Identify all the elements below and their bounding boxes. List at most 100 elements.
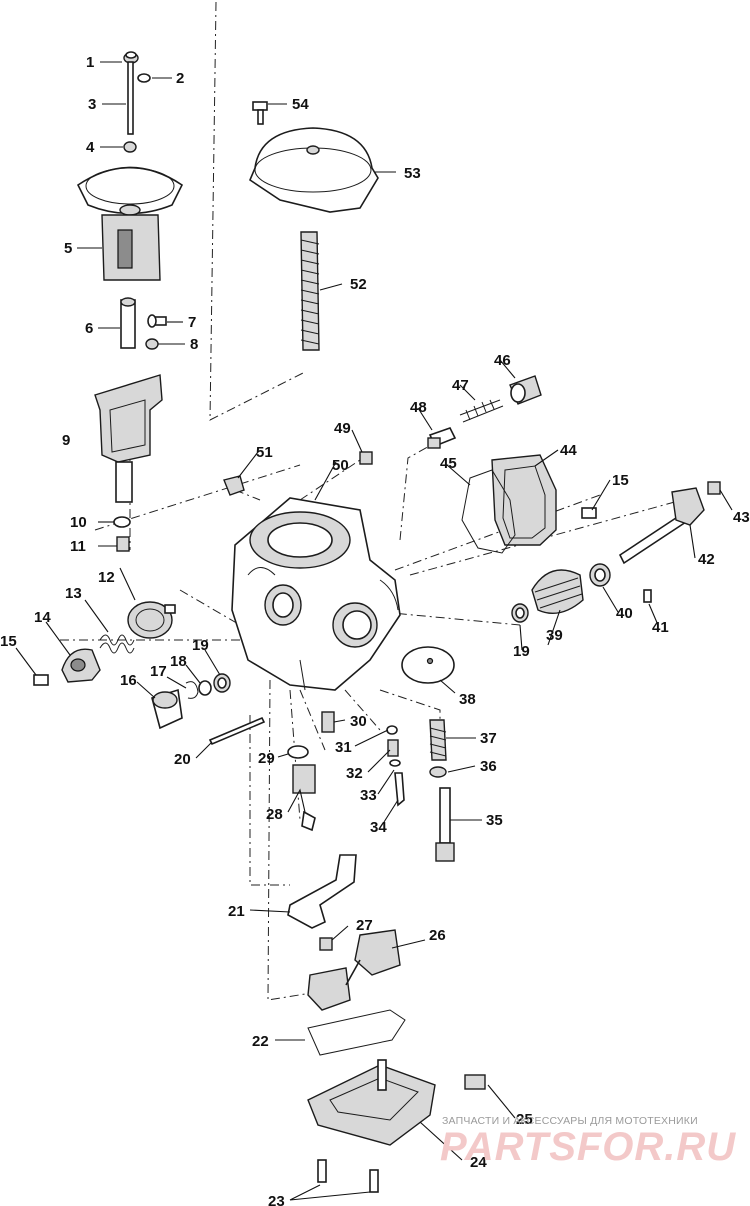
- part-8-washer: [145, 338, 159, 350]
- callout-13: 13: [65, 585, 82, 602]
- part-24-float-bowl: [307, 1059, 436, 1146]
- callout-2: 2: [176, 70, 184, 87]
- callout-26: 26: [429, 927, 446, 944]
- part-35-screw: [435, 787, 455, 862]
- callout-51: 51: [256, 444, 273, 461]
- part-44-gasket-cover: [491, 454, 557, 546]
- part-29-oring: [287, 745, 309, 759]
- assembly-center-lines: [60, 1, 701, 1001]
- callout-41: 41: [652, 619, 669, 636]
- callout-14: 14: [34, 609, 51, 626]
- part-22-gasket: [307, 1009, 406, 1056]
- callout-34: 34: [370, 819, 387, 836]
- watermark-logo: PARTSFOR.RU: [440, 1125, 736, 1169]
- part-53-cap: [249, 127, 379, 213]
- callout-4: 4: [86, 139, 95, 156]
- callout-46: 46: [494, 352, 511, 369]
- callout-30: 30: [350, 713, 367, 730]
- callout-32: 32: [346, 765, 363, 782]
- part-16-cap: [151, 688, 183, 730]
- callout-19-left: 19: [192, 637, 209, 654]
- callout-43: 43: [733, 509, 750, 526]
- part-19-seal-left: [213, 673, 231, 693]
- callout-31: 31: [335, 739, 352, 756]
- part-40-bushing: [589, 563, 611, 587]
- part-39-spring: [531, 569, 584, 614]
- callout-17: 17: [150, 663, 167, 680]
- part-4-washer: [123, 141, 137, 153]
- part-32-spring: [387, 739, 399, 757]
- part-42-shaft: [618, 487, 705, 565]
- callout-24: 24: [470, 1154, 487, 1171]
- part-20-rod: [208, 716, 266, 746]
- part-13-spring: [99, 634, 135, 654]
- watermark: ЗАПЧАСТИ И АКСЕССУАРЫ ДЛЯ МОТОТЕХНИКИ PA…: [440, 1115, 736, 1169]
- part-19-seal-right: [511, 603, 529, 623]
- callout-36: 36: [480, 758, 497, 775]
- callout-12: 12: [98, 569, 115, 586]
- part-50-carburetor-body: [231, 497, 401, 691]
- part-2-clip: [137, 73, 151, 83]
- part-51-plug: [223, 475, 245, 496]
- callout-10: 10: [70, 514, 87, 531]
- callout-50: 50: [332, 457, 349, 474]
- part-12-cover: [127, 601, 176, 639]
- part-15-screw-left: [33, 674, 49, 686]
- callout-39: 39: [546, 627, 563, 644]
- part-18-washer: [198, 680, 212, 696]
- part-48-needle-valve: [427, 427, 457, 449]
- part-33-washer: [389, 759, 401, 767]
- callout-7: 7: [188, 314, 196, 331]
- callout-3: 3: [88, 96, 96, 113]
- callout-15-right: 15: [612, 472, 629, 489]
- part-43-nut: [707, 481, 721, 495]
- callout-15-left: 15: [0, 633, 17, 650]
- callout-52: 52: [350, 276, 367, 293]
- part-36-washer: [429, 766, 447, 778]
- callout-1: 1: [86, 54, 94, 71]
- part-21-bracket: [287, 854, 357, 929]
- part-49-plug: [359, 451, 373, 465]
- leader-lines: [15, 61, 733, 1201]
- part-30-jet: [321, 711, 335, 733]
- part-23-screws: [317, 1159, 379, 1193]
- callout-22: 22: [252, 1033, 269, 1050]
- part-1-nut: [123, 51, 139, 64]
- callout-40: 40: [616, 605, 633, 622]
- part-11-plug: [116, 536, 130, 552]
- part-28-needle-seat: [292, 764, 316, 832]
- callout-8: 8: [190, 336, 198, 353]
- part-14-housing: [61, 648, 101, 683]
- callout-49: 49: [334, 420, 351, 437]
- part-17-clip: [185, 681, 199, 699]
- part-27-screw: [319, 937, 333, 951]
- callout-23: 23: [268, 1193, 285, 1206]
- callout-18: 18: [170, 653, 187, 670]
- part-5-diaphragm-slide: [76, 166, 184, 281]
- callout-33: 33: [360, 787, 377, 804]
- callout-35: 35: [486, 812, 503, 829]
- callout-38: 38: [459, 691, 476, 708]
- callout-29: 29: [258, 750, 275, 767]
- callout-19-right: 19: [513, 643, 530, 660]
- callout-5: 5: [64, 240, 72, 257]
- callout-45: 45: [440, 455, 457, 472]
- callout-11: 11: [70, 538, 86, 555]
- part-45-oring: [461, 469, 516, 554]
- callout-42: 42: [698, 551, 715, 568]
- part-10-oring: [113, 516, 131, 528]
- part-37-spring: [429, 719, 447, 761]
- callout-47: 47: [452, 377, 469, 394]
- callout-53: 53: [404, 165, 421, 182]
- part-34-screw: [394, 772, 405, 807]
- part-15-screw-right: [581, 507, 597, 519]
- callout-6: 6: [85, 320, 93, 337]
- part-3-needle: [127, 61, 134, 135]
- part-41-screw: [643, 589, 652, 603]
- callout-27: 27: [356, 917, 373, 934]
- callout-21: 21: [228, 903, 245, 920]
- part-7-screw: [147, 314, 167, 328]
- callout-20: 20: [174, 751, 191, 768]
- part-6-jet: [120, 297, 136, 349]
- part-52-spring: [300, 231, 320, 351]
